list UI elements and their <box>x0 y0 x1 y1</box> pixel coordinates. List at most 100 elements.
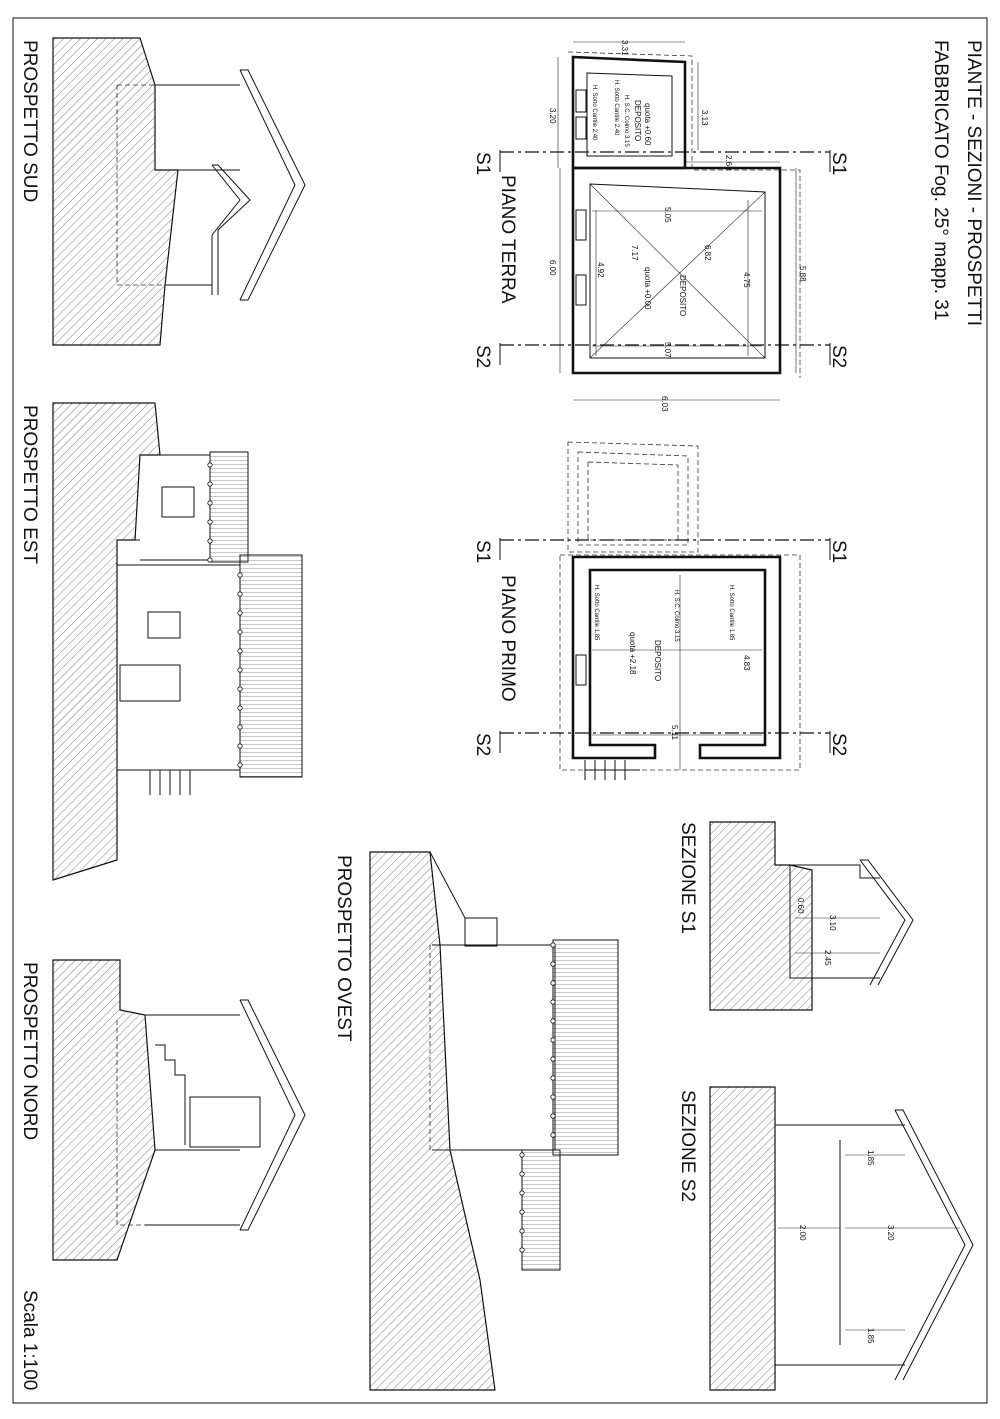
dim-s1-245: 2.45 <box>823 950 832 966</box>
rafter-end <box>550 1018 556 1024</box>
room-small-quota: quota +0.60 <box>643 103 652 146</box>
dim-s2-185a: 1.85 <box>866 1150 875 1166</box>
rafter-end <box>237 591 243 597</box>
rafter-end <box>237 629 243 635</box>
label-prospetto-est: PROSPETTO EST <box>19 405 40 564</box>
h-sc-first: H. S.C. Colmo 3.15 <box>673 590 679 642</box>
dim-320: 3.20 <box>548 108 557 124</box>
label-piano-terra: PIANO TERRA <box>497 175 518 304</box>
room-small-name: DEPOSITO <box>633 100 642 141</box>
rafter-end <box>519 1209 525 1215</box>
rafter-end <box>519 1247 525 1253</box>
rafter-end <box>550 999 556 1005</box>
dim-600: 6.00 <box>548 260 557 276</box>
rafter-end <box>237 610 243 616</box>
elevation-sud: PROSPETTO SUD <box>19 37 306 346</box>
label-sezione-s2: SEZIONE S2 <box>677 1090 698 1202</box>
rafter-end <box>519 1171 525 1177</box>
room-first-quota: quota +2.18 <box>628 632 637 675</box>
rafter-end <box>207 538 213 544</box>
rafter-end <box>550 1113 556 1119</box>
rafter-end <box>237 667 243 673</box>
rafter-end <box>207 557 213 563</box>
rafter-end <box>550 1094 556 1100</box>
wall-main-room <box>571 166 782 375</box>
dim-313: 3.13 <box>700 110 709 126</box>
label-prospetto-ovest: PROSPETTO OVEST <box>333 855 354 1042</box>
plan-piano-terra: 3.31 3.20 3.13 2.68 5.05 7.17 6.82 4.92 … <box>497 40 807 412</box>
room-main-name: DEPOSITO <box>678 275 687 316</box>
rafter-end <box>550 1056 556 1062</box>
mark-s1-left-terra: S1 <box>472 152 493 175</box>
dim-268: 2.68 <box>724 155 733 171</box>
section-s1: 0.60 3.10 2.45 SEZIONE S1 <box>677 821 914 1011</box>
rafter-end <box>207 500 213 506</box>
rafter-end <box>550 980 556 986</box>
rafter-end <box>519 1190 525 1196</box>
mark-s1-right-primo: S1 <box>828 540 849 563</box>
title-line-1: FABBRICATO Fog. 25° mapp. 31 <box>930 40 951 320</box>
title-line-2: PIANTE - SEZIONI - PROSPETTI <box>963 40 984 326</box>
dim-331: 3.31 <box>620 40 629 56</box>
mark-s2-right-terra: S2 <box>828 345 849 368</box>
h-sotto-label-2: H. Sotto Cantile 2.40 <box>591 85 597 141</box>
rafter-end <box>550 1075 556 1081</box>
dim-492: 4.92 <box>596 262 605 278</box>
dim-s1-060: 0.60 <box>796 898 805 914</box>
elevation-ovest: PROSPETTO OVEST <box>333 851 619 1391</box>
rafter-end <box>237 686 243 692</box>
plan-piano-primo: 4.83 5.11 DEPOSITO quota +2.18 H. Sotto … <box>497 441 801 780</box>
mark-s1-left-primo: S1 <box>472 540 493 563</box>
dim-603: 6.03 <box>660 396 669 412</box>
label-prospetto-nord: PROSPETTO NORD <box>19 962 40 1140</box>
dim-s2-185b: 1.85 <box>866 1328 875 1344</box>
title-block: FABBRICATO Fog. 25° mapp. 31 PIANTE - SE… <box>930 40 984 326</box>
rafter-end <box>237 572 243 578</box>
room-main-quota: quota +0.00 <box>643 267 652 310</box>
wall-small-room-inner <box>586 72 673 157</box>
mark-s2-left-primo: S2 <box>472 733 493 756</box>
mark-s2-right-primo: S2 <box>828 733 849 756</box>
rafter-end <box>237 762 243 768</box>
dim-s2-200: 2.00 <box>798 1225 807 1241</box>
dim-682: 6.82 <box>703 245 712 261</box>
h-sotto-label-1: H. Sotto Cantile 2.40 <box>613 80 619 136</box>
dim-511: 5.11 <box>670 725 679 741</box>
rafter-end <box>237 724 243 730</box>
label-piano-primo: PIANO PRIMO <box>497 575 518 702</box>
mark-s1-right-terra: S1 <box>828 152 849 175</box>
dim-483: 4.83 <box>742 655 751 671</box>
dim-588: 5.88 <box>798 266 807 282</box>
dim-717: 7.17 <box>630 245 639 261</box>
mark-s2-left-terra: S2 <box>472 345 493 368</box>
dim-505: 5.05 <box>663 207 672 223</box>
scale-label: Scala 1:100 <box>19 1290 40 1390</box>
dim-475: 4.75 <box>742 272 751 288</box>
rafter-end <box>519 1152 525 1158</box>
rafter-end <box>237 648 243 654</box>
wall-first-floor <box>571 555 782 760</box>
rafter-end <box>207 481 213 487</box>
dim-s2-320: 3.20 <box>886 1225 895 1241</box>
room-first-name: DEPOSITO <box>653 640 662 681</box>
rafter-end <box>550 1132 556 1138</box>
h-sc-label: H. S.C. Colmo 3.15 <box>623 95 629 147</box>
dim-507: 5.07 <box>663 342 672 358</box>
dim-s1-310: 3.10 <box>828 915 837 931</box>
rafter-end <box>237 705 243 711</box>
elevation-est: PROSPETTO EST <box>19 402 303 881</box>
h-sotto-first-2: H. Sotto Cantile 1.85 <box>593 585 599 641</box>
label-sezione-s1: SEZIONE S1 <box>677 822 698 934</box>
rafter-end <box>550 961 556 967</box>
section-s2: 1.85 2.00 3.20 1.85 SEZIONE S2 <box>677 1086 974 1391</box>
h-sotto-first-1: H. Sotto Cantile 1.85 <box>728 585 734 641</box>
rafter-end <box>550 942 556 948</box>
rafter-end <box>207 519 213 525</box>
elevation-nord: PROSPETTO NORD <box>19 959 306 1261</box>
label-prospetto-sud: PROSPETTO SUD <box>19 40 40 202</box>
sheet-border <box>12 17 988 1404</box>
rafter-end <box>550 1037 556 1043</box>
rafter-end <box>237 743 243 749</box>
